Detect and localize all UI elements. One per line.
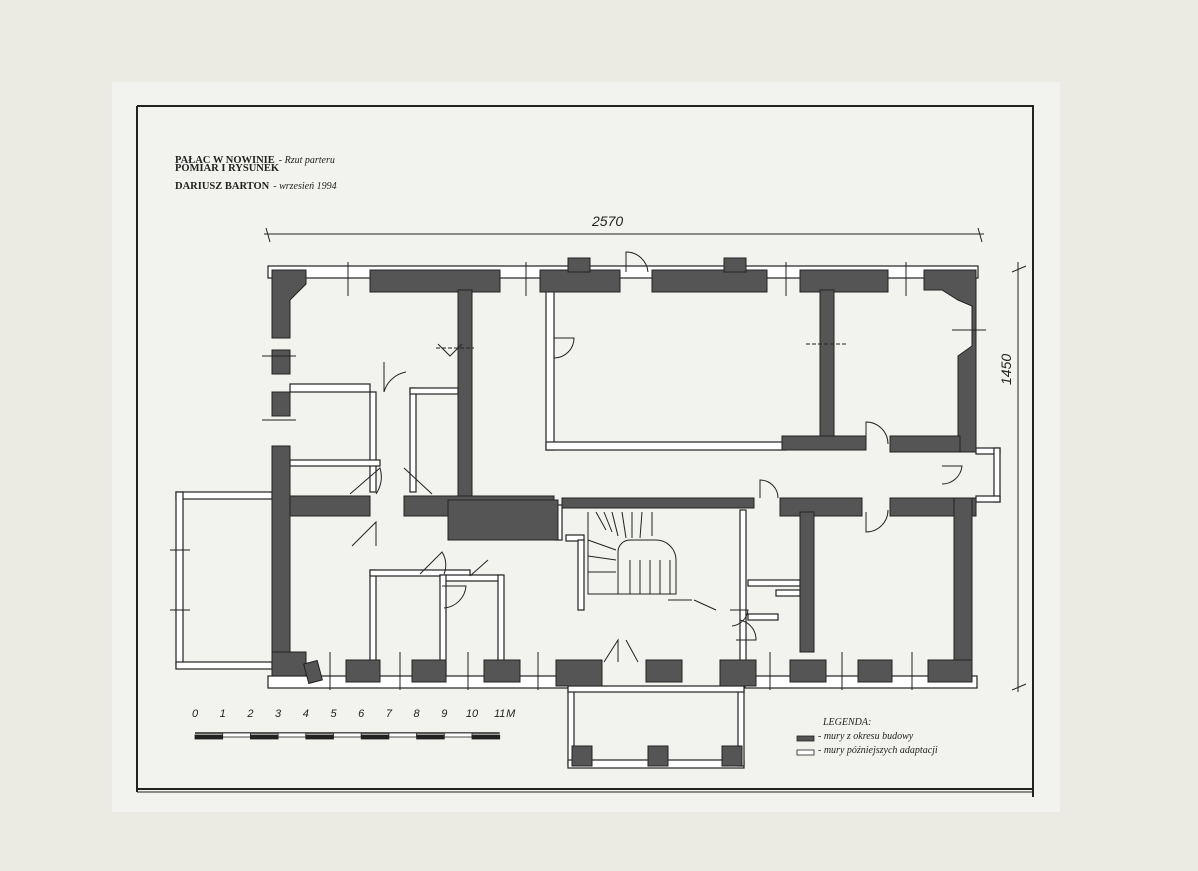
scale-bar-label: 1 bbox=[219, 708, 226, 720]
drawing-frame bbox=[136, 105, 1034, 797]
scale-bar-label: 6 bbox=[358, 708, 365, 720]
scale-bar-label: 7 bbox=[385, 708, 392, 720]
title-line-2: POMIAR I RYSUNEK bbox=[175, 163, 280, 174]
title-subtitle: - Rzut parteru bbox=[278, 155, 335, 166]
scale-bar-label: 8 bbox=[413, 708, 420, 720]
scale-bar-segment bbox=[360, 734, 390, 740]
title-name: PAŁAC W NOWINIE bbox=[175, 155, 275, 166]
window-marks bbox=[170, 262, 986, 690]
scale-bar-label: 0 bbox=[191, 708, 199, 720]
scale-bar-label: 10 bbox=[465, 708, 479, 720]
scale-bar-segment bbox=[388, 732, 417, 738]
dimension-lines bbox=[264, 227, 1027, 692]
scale-bar-segment bbox=[194, 734, 224, 740]
scale-bar-label: 5 bbox=[330, 708, 337, 720]
legend-swatch-original bbox=[796, 735, 815, 742]
scale-bar bbox=[194, 732, 501, 740]
scale-bar-label: 4 bbox=[302, 708, 309, 720]
scale-bar-segment bbox=[443, 732, 473, 738]
scale-bar-unit: M bbox=[506, 708, 516, 720]
legend-title: LEGENDA: bbox=[823, 717, 872, 728]
scale-bar-label: 2 bbox=[247, 708, 254, 720]
legend-item-later: - mury późniejszych adaptacji bbox=[818, 745, 938, 756]
height-dimension-label: 1450 bbox=[998, 353, 1014, 385]
legend-swatches bbox=[796, 735, 815, 756]
scale-bar-segment bbox=[416, 734, 445, 740]
door-swings bbox=[349, 251, 963, 663]
scale-bar-segment bbox=[305, 734, 334, 740]
author-name: DARIUSZ BARTON bbox=[175, 181, 270, 192]
scale-bar-segment bbox=[249, 734, 279, 740]
drawing-date: - wrzesień 1994 bbox=[273, 181, 337, 192]
title-line-1: PAŁAC W NOWINIE - Rzut parteru bbox=[175, 150, 335, 168]
title-line-3: DARIUSZ BARTON - wrzesień 1994 bbox=[175, 176, 337, 194]
legend-item-original: - mury z okresu budowy bbox=[818, 731, 914, 742]
scale-bar-label: 9 bbox=[441, 708, 448, 720]
scale-bar-segment bbox=[333, 732, 362, 738]
legend-swatch-later bbox=[796, 749, 815, 756]
width-dimension-label: 2570 bbox=[592, 213, 624, 229]
scale-bar-label: 3 bbox=[275, 708, 282, 720]
staircase bbox=[587, 511, 677, 595]
scale-bar-segment bbox=[277, 732, 307, 738]
scale-bar-segment bbox=[471, 734, 501, 740]
scale-bar-label: 11 bbox=[493, 708, 506, 720]
scale-bar-segment bbox=[222, 732, 251, 738]
